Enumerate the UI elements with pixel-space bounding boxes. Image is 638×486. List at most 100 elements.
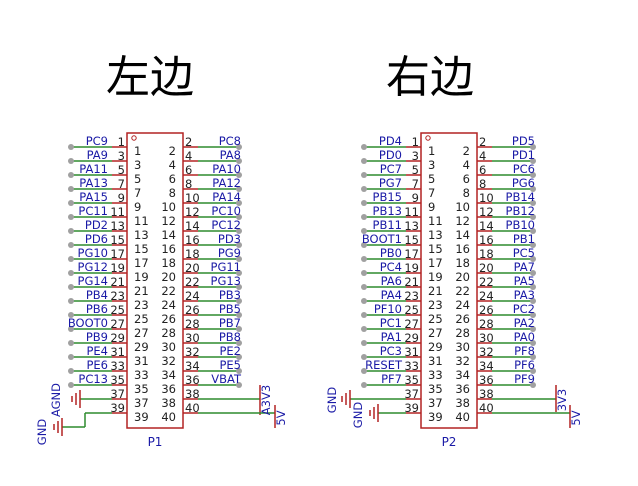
- signal-label: PF9: [514, 372, 535, 386]
- pin-end-dot: [530, 228, 536, 234]
- pin-end-dot: [68, 340, 74, 346]
- power-net-label: A3V3: [259, 385, 273, 415]
- pin-number-inner: 2: [463, 144, 470, 158]
- pin-number-inner: 38: [161, 396, 176, 410]
- pin-end-dot: [68, 312, 74, 318]
- pin-end-dot: [68, 270, 74, 276]
- pin-number: 10: [185, 191, 200, 205]
- pin-number-inner: 29: [428, 340, 443, 354]
- pin-number-inner: 33: [428, 368, 443, 382]
- signal-label: PG14: [78, 274, 108, 288]
- pin-number: 32: [185, 345, 200, 359]
- pin-end-dot: [530, 270, 536, 276]
- pin-number: 15: [404, 233, 419, 247]
- signal-label: PC12: [211, 218, 241, 232]
- pin-number-inner: 20: [455, 270, 470, 284]
- pin-number: 29: [404, 331, 419, 345]
- pin-number: 37: [404, 387, 419, 401]
- pin-end-dot: [236, 312, 242, 318]
- pin-end-dot: [236, 158, 242, 164]
- pin-number-inner: 36: [161, 382, 176, 396]
- pin-end-dot: [236, 340, 242, 346]
- pin-number-inner: 10: [161, 200, 176, 214]
- signal-label: PD1: [512, 148, 535, 162]
- pin-number: 1: [118, 135, 125, 149]
- pin-number: 5: [118, 163, 125, 177]
- signal-label: PB5: [219, 302, 241, 316]
- pin-number-inner: 38: [455, 396, 470, 410]
- pin-end-dot: [236, 256, 242, 262]
- signal-label: PA9: [87, 148, 108, 162]
- pin-number: 20: [185, 261, 200, 275]
- pin-number: 16: [479, 233, 494, 247]
- pin-end-dot: [361, 200, 367, 206]
- pin-number: 32: [479, 345, 494, 359]
- pin-end-dot: [361, 214, 367, 220]
- pin-number: 3: [118, 149, 125, 163]
- signal-label: PA1: [381, 330, 402, 344]
- signal-label: PC11: [78, 204, 108, 218]
- pin-end-dot: [68, 214, 74, 220]
- pin-number-inner: 3: [134, 158, 141, 172]
- pin-number: 7: [412, 177, 419, 191]
- pin-number-inner: 11: [428, 214, 443, 228]
- ground-net-label: GND: [351, 402, 365, 429]
- signal-label: PC5: [513, 246, 535, 260]
- pin-number-inner: 28: [455, 326, 470, 340]
- signal-label: RESET: [365, 358, 403, 372]
- pin-number: 40: [479, 401, 494, 415]
- pin-number-inner: 12: [455, 214, 470, 228]
- pin-end-dot: [530, 172, 536, 178]
- connector-body: [420, 132, 478, 429]
- signal-label: PA8: [220, 148, 241, 162]
- signal-label: PA6: [381, 274, 402, 288]
- power-net-label: 5V: [274, 410, 288, 425]
- pin-number: 26: [479, 303, 494, 317]
- pin-end-dot: [236, 228, 242, 234]
- pin-end-dot: [236, 298, 242, 304]
- designator-label: P2: [442, 435, 457, 449]
- pin-end-dot: [68, 172, 74, 178]
- pin-number: 19: [110, 261, 125, 275]
- pin-number: 31: [110, 345, 125, 359]
- signal-label: PB9: [86, 330, 108, 344]
- signal-label: PA3: [514, 288, 535, 302]
- pin-number-inner: 23: [428, 298, 443, 312]
- pin-end-dot: [361, 172, 367, 178]
- designator-label: P1: [148, 435, 163, 449]
- pin-number-inner: 39: [428, 410, 443, 424]
- pin-number-inner: 23: [134, 298, 149, 312]
- signal-label: PE6: [86, 358, 108, 372]
- pin-end-dot: [68, 158, 74, 164]
- ground-net-label: GND: [325, 387, 339, 414]
- pin-number-inner: 27: [428, 326, 443, 340]
- signal-label: PE2: [219, 344, 241, 358]
- signal-label: PC13: [78, 372, 108, 386]
- signal-label: PF8: [514, 344, 535, 358]
- pin-number: 23: [404, 289, 419, 303]
- pin-number-inner: 36: [455, 382, 470, 396]
- pin-number: 14: [185, 219, 200, 233]
- pin-number-inner: 16: [455, 242, 470, 256]
- signal-label: PC4: [380, 260, 402, 274]
- pin-number: 8: [479, 177, 486, 191]
- signal-label: BOOT1: [362, 232, 402, 246]
- pin-number-inner: 29: [134, 340, 149, 354]
- pin-number: 38: [479, 387, 494, 401]
- pin-number: 28: [185, 317, 200, 331]
- pin-number: 26: [185, 303, 200, 317]
- power-net-label: 3V3: [555, 389, 569, 412]
- pin-end-dot: [361, 144, 367, 150]
- pin-number-inner: 14: [455, 228, 470, 242]
- pin-end-dot: [236, 242, 242, 248]
- pin-number-inner: 17: [428, 256, 443, 270]
- pin-number: 2: [185, 135, 192, 149]
- ground-net-label: GND: [35, 419, 49, 446]
- signal-label: PG13: [211, 274, 241, 288]
- pin-number-inner: 3: [428, 158, 435, 172]
- ground-net-label: AGND: [49, 383, 63, 417]
- signal-label: PB12: [506, 204, 535, 218]
- pin-number: 22: [479, 275, 494, 289]
- pin-end-dot: [68, 382, 74, 388]
